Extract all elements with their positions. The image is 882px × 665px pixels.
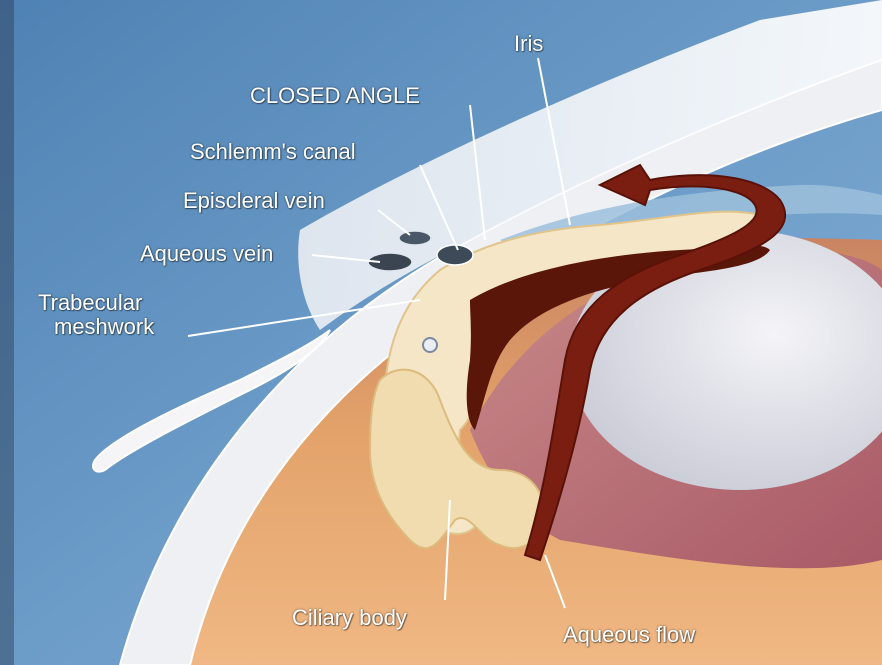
label-episcleral-vein: Episcleral vein [183, 189, 325, 213]
left-dark-band [0, 0, 14, 665]
schlemms-canal-shape [437, 245, 473, 265]
episcleral-vein-shape [399, 231, 431, 245]
label-closed-angle: CLOSED ANGLE [250, 84, 420, 108]
label-aqueous-vein: Aqueous vein [140, 242, 273, 266]
label-iris: Iris [514, 32, 543, 56]
label-trabecular-line2: meshwork [38, 315, 154, 339]
label-trabecular-meshwork: Trabecular meshwork [38, 291, 154, 339]
label-ciliary-body: Ciliary body [292, 606, 407, 630]
label-trabecular-line1: Trabecular [38, 291, 154, 315]
label-aqueous-flow: Aqueous flow [563, 623, 695, 647]
label-schlemms-canal: Schlemm's canal [190, 140, 356, 164]
canal-opening [423, 338, 437, 352]
